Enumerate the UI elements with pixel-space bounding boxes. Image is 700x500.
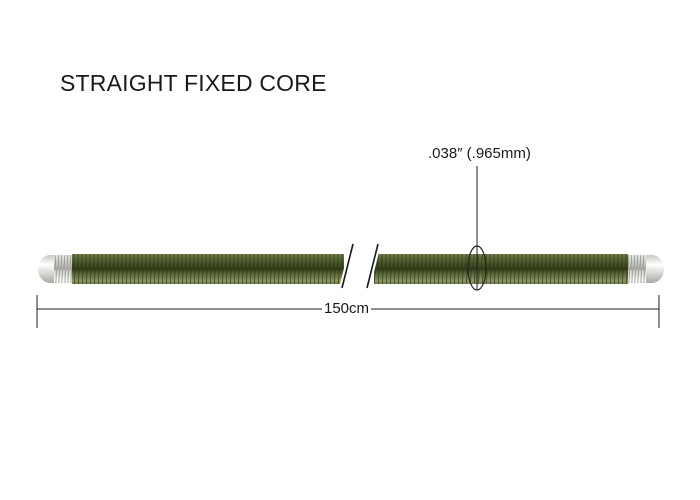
- right-marker-band: [628, 255, 646, 283]
- coil-segment-right: [374, 254, 628, 284]
- diameter-label: .038″ (.965mm): [428, 145, 531, 162]
- length-label: 150cm: [322, 300, 372, 317]
- diagram-title: STRAIGHT FIXED CORE: [60, 70, 327, 96]
- left-marker-band: [54, 255, 72, 283]
- coil-segment-left: [72, 254, 344, 284]
- diameter-callout: [467, 166, 487, 291]
- right-tip: [646, 255, 664, 283]
- left-tip: [38, 255, 54, 283]
- break-mark: [339, 243, 381, 289]
